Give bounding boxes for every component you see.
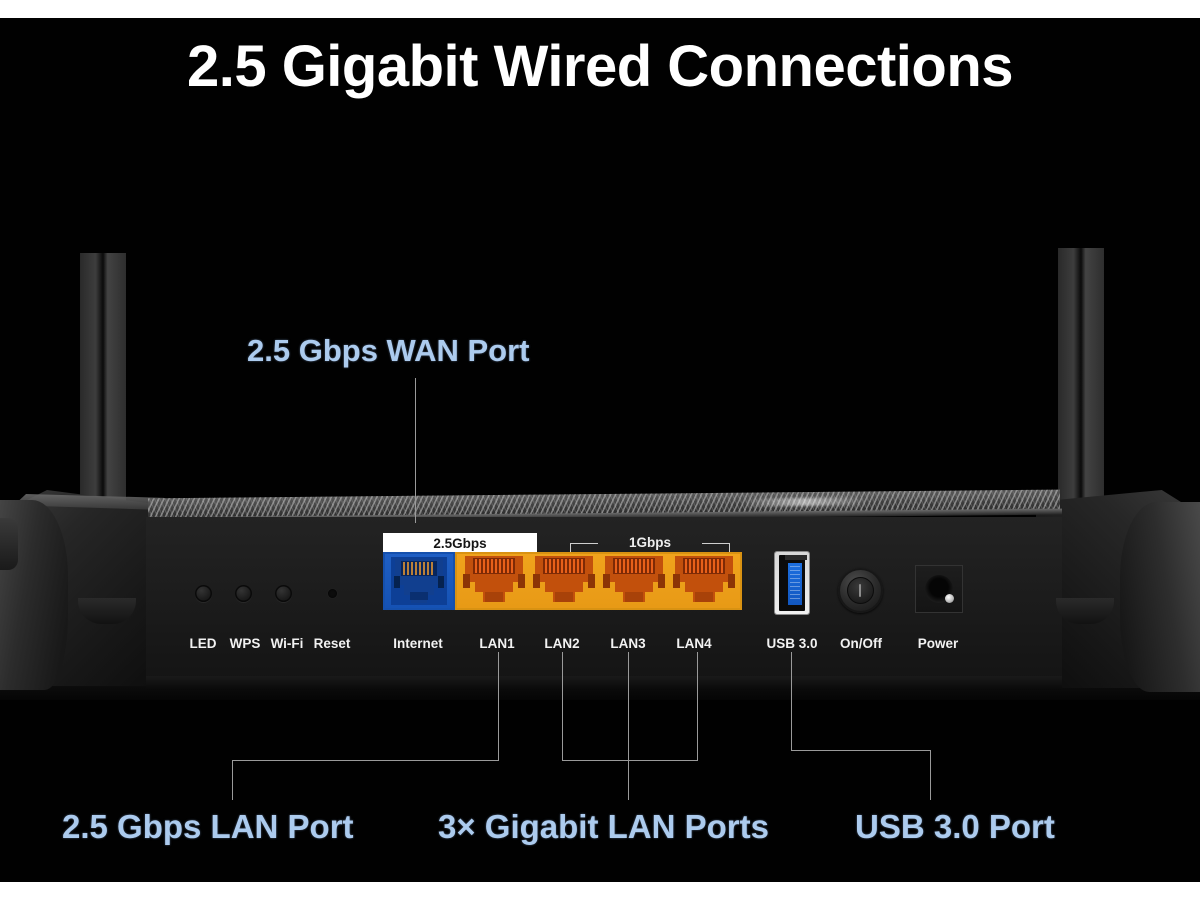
callout-lan1-leader-v	[498, 652, 499, 760]
lan2-port	[533, 556, 595, 602]
label-wifi: Wi-Fi	[270, 636, 304, 651]
internet-wan-port[interactable]	[383, 552, 455, 610]
usb-3-port[interactable]	[775, 552, 809, 614]
label-usb: USB 3.0	[766, 636, 818, 651]
wps-button[interactable]	[235, 585, 252, 602]
wifi-button[interactable]	[275, 585, 292, 602]
led-button[interactable]	[195, 585, 212, 602]
lan-speed-badge: 1Gbps	[628, 535, 671, 550]
lan1-port	[463, 556, 525, 602]
lan-bracket-right-tick	[729, 543, 730, 554]
lan3-port	[603, 556, 665, 602]
label-reset: Reset	[313, 636, 351, 651]
callout-lan1-leader-h	[232, 760, 499, 761]
callout-lan-gigabit-label: 3× Gigabit LAN Ports	[438, 808, 769, 845]
dc-jack-hole	[925, 575, 954, 603]
dc-power-jack[interactable]	[915, 565, 963, 613]
callout-usb-leader-drop	[930, 750, 931, 800]
usb-blue-tongue	[788, 563, 802, 605]
lan-bracket-right-arm	[702, 543, 730, 544]
lan4-port	[673, 556, 735, 602]
callout-lan3-leader	[628, 652, 629, 800]
usb-cavity	[779, 555, 807, 611]
router-right-foot	[1120, 502, 1200, 692]
label-power: Power	[917, 636, 959, 651]
callout-lan-group-bracket	[562, 760, 698, 761]
rj45-lan-group-icon	[463, 556, 735, 602]
label-wps: WPS	[229, 636, 261, 651]
rear-panel-bottom-edge	[146, 676, 1062, 690]
lan-bracket-left-arm	[570, 543, 598, 544]
dc-jack-pin	[945, 594, 954, 603]
label-internet: Internet	[393, 636, 443, 651]
lan-port-block	[455, 552, 742, 610]
router-left-nub	[0, 518, 18, 570]
lan-bracket-left-tick	[570, 543, 571, 554]
usb-top-notch	[785, 555, 807, 560]
callout-lan2-leader	[562, 652, 563, 760]
callout-lan25-label: 2.5 Gbps LAN Port	[62, 808, 354, 845]
callout-wan-leader	[415, 378, 416, 523]
power-onoff-button[interactable]	[838, 568, 883, 613]
callout-wan-label: 2.5 Gbps WAN Port	[247, 333, 530, 368]
reset-pinhole[interactable]	[328, 589, 337, 598]
page-title: 2.5 Gigabit Wired Connections	[186, 34, 1014, 99]
label-lan4: LAN4	[676, 636, 712, 651]
label-lan3: LAN3	[610, 636, 646, 651]
label-lan2: LAN2	[544, 636, 580, 651]
label-onoff: On/Off	[840, 636, 882, 651]
rj45-wan-icon	[391, 557, 447, 605]
callout-usb-leader-h	[791, 750, 931, 751]
callout-lan1-leader-drop	[232, 760, 233, 800]
router-body	[0, 480, 1200, 720]
label-lan1: LAN1	[479, 636, 515, 651]
callout-usb-leader-v	[791, 652, 792, 751]
wan-speed-badge: 2.5Gbps	[383, 533, 537, 554]
power-icon	[847, 577, 874, 604]
label-led: LED	[189, 636, 217, 651]
callout-usb-label: USB 3.0 Port	[855, 808, 1055, 845]
callout-lan4-leader	[697, 652, 698, 760]
router-left-wing-lip	[14, 494, 164, 510]
black-backdrop	[0, 18, 1200, 882]
